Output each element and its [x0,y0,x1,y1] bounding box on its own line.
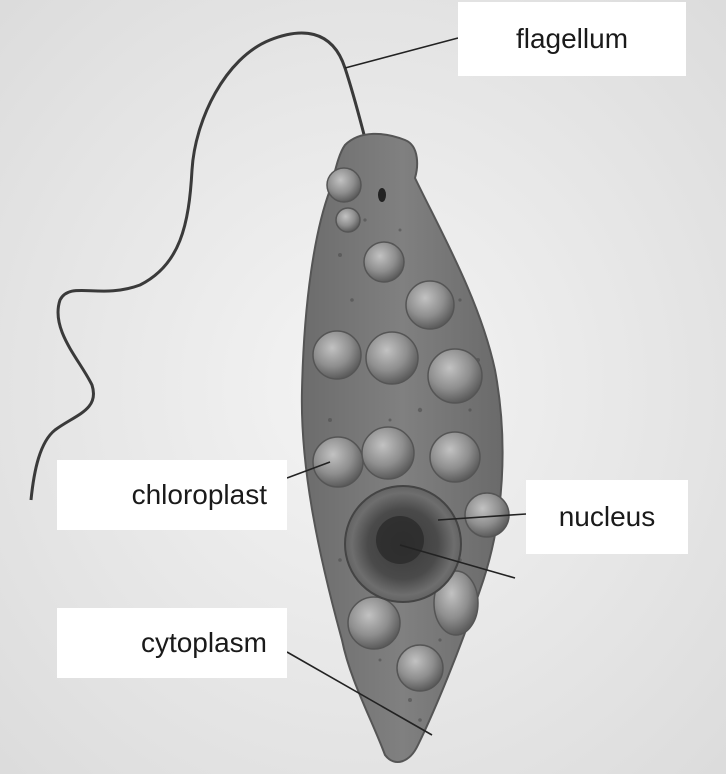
flagellum-label-text: flagellum [516,23,628,55]
eyespot [378,188,386,202]
cytoplasm-label-text: cytoplasm [141,627,267,659]
flagellum-label: flagellum [458,2,686,76]
chloroplast-label-text: chloroplast [132,479,267,511]
chloroplast-label: chloroplast [57,460,287,530]
cytoplasm-label: cytoplasm [57,608,287,678]
nucleus-shape [345,486,461,602]
nucleus-label-text: nucleus [559,501,656,533]
nucleus-label: nucleus [526,480,688,554]
